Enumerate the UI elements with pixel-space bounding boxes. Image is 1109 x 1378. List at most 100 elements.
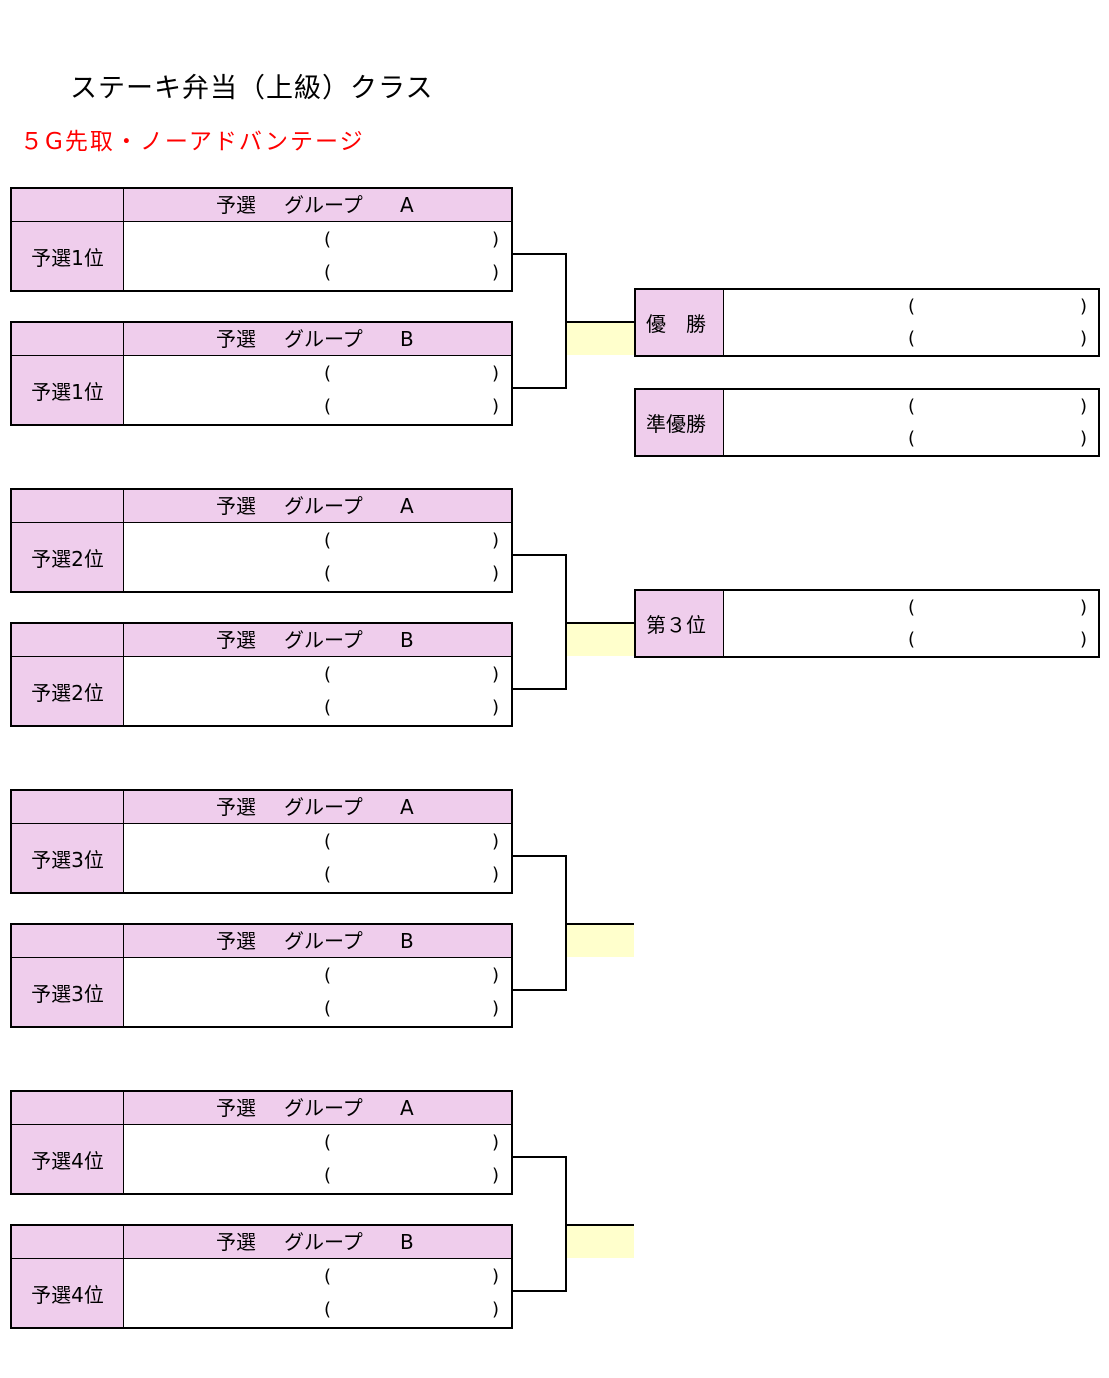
group-letter: A [400,795,414,819]
group-box-2b: 予選 グループ B 予選2位 ( ) ( ) [10,622,513,727]
bracket-line [511,855,567,857]
paren-close: ) [1080,328,1088,349]
group-letter: B [400,929,414,953]
paren-close: ) [492,697,500,718]
paren-close: ) [492,1165,500,1186]
paren-close: ) [1080,597,1088,618]
group-header: 予選 グループ A [124,791,511,824]
bracket-winner-cell [567,321,634,355]
header-group: グループ [284,1230,363,1254]
paren-close: ) [492,864,500,885]
group-letter: B [400,1230,414,1254]
header-blank-cell [12,323,124,356]
header-yosen: 予選 [216,327,256,351]
header-blank-cell [12,490,124,523]
paren-open: ( [324,563,332,584]
header-group: グループ [284,1096,363,1120]
rank-label: 予選1位 [12,356,124,424]
paren-close: ) [492,1266,500,1287]
header-blank-cell [12,1226,124,1259]
paren-open: ( [324,1165,332,1186]
group-letter: B [400,628,414,652]
paren-close: ) [492,664,500,685]
header-blank-cell [12,1092,124,1125]
bracket-line [565,855,567,991]
header-blank-cell [12,624,124,657]
paren-open: ( [908,328,916,349]
paren-close: ) [492,965,500,986]
paren-open: ( [908,629,916,650]
paren-close: ) [1080,396,1088,417]
paren-close: ) [492,831,500,852]
bracket-winner-cell [567,923,634,957]
header-yosen: 予選 [216,494,256,518]
paren-close: ) [1080,629,1088,650]
group-box-1a: 予選 グループ A 予選1位 ( ) ( ) [10,187,513,292]
header-yosen: 予選 [216,1230,256,1254]
champion-box: 優 勝 ( ) ( ) [634,288,1100,357]
group-box-3a: 予選 グループ A 予選3位 ( ) ( ) [10,789,513,894]
paren-close: ) [492,1299,500,1320]
rank-label: 予選1位 [12,222,124,290]
rank-label: 予選3位 [12,958,124,1026]
group-box-2a: 予選 グループ A 予選2位 ( ) ( ) [10,488,513,593]
bracket-line [511,554,567,556]
bracket-line [565,253,567,389]
header-blank-cell [12,189,124,222]
paren-open: ( [324,262,332,283]
bracket-line [511,1290,567,1292]
header-yosen: 予選 [216,795,256,819]
bracket-line [565,1156,567,1292]
paren-open: ( [908,428,916,449]
paren-close: ) [492,1132,500,1153]
group-box-4a: 予選 グループ A 予選4位 ( ) ( ) [10,1090,513,1195]
bracket-line [565,554,567,690]
paren-open: ( [324,998,332,1019]
rank-label: 予選3位 [12,824,124,892]
bracket-line [511,1156,567,1158]
paren-open: ( [324,530,332,551]
paren-open: ( [324,363,332,384]
paren-close: ) [492,998,500,1019]
paren-open: ( [908,597,916,618]
group-box-1b: 予選 グループ B 予選1位 ( ) ( ) [10,321,513,426]
header-blank-cell [12,791,124,824]
header-yosen: 予選 [216,1096,256,1120]
header-group: グループ [284,327,363,351]
group-letter: A [400,193,414,217]
bracket-line [511,989,567,991]
group-header: 予選 グループ B [124,624,511,657]
group-header: 予選 グループ A [124,1092,511,1125]
paren-open: ( [324,229,332,250]
runner-up-label: 準優勝 [636,390,724,455]
group-letter: B [400,327,414,351]
bracket-winner-cell [567,1224,634,1258]
paren-close: ) [492,229,500,250]
group-header: 予選 グループ A [124,189,511,222]
header-group: グループ [284,494,363,518]
paren-close: ) [1080,296,1088,317]
header-group: グループ [284,628,363,652]
header-yosen: 予選 [216,628,256,652]
paren-open: ( [324,1266,332,1287]
runner-up-box: 準優勝 ( ) ( ) [634,388,1100,457]
paren-open: ( [908,396,916,417]
rank-label: 予選4位 [12,1125,124,1193]
paren-open: ( [908,296,916,317]
group-box-4b: 予選 グループ B 予選4位 ( ) ( ) [10,1224,513,1329]
group-header: 予選 グループ B [124,323,511,356]
bracket-line [511,387,567,389]
header-group: グループ [284,795,363,819]
rank-label: 予選4位 [12,1259,124,1327]
bracket-winner-cell [567,622,634,656]
paren-open: ( [324,831,332,852]
paren-close: ) [492,396,500,417]
group-letter: A [400,1096,414,1120]
group-header: 予選 グループ B [124,1226,511,1259]
bracket-line [511,253,567,255]
paren-open: ( [324,864,332,885]
rank-label: 予選2位 [12,523,124,591]
paren-open: ( [324,965,332,986]
third-place-label: 第３位 [636,591,724,656]
header-blank-cell [12,925,124,958]
